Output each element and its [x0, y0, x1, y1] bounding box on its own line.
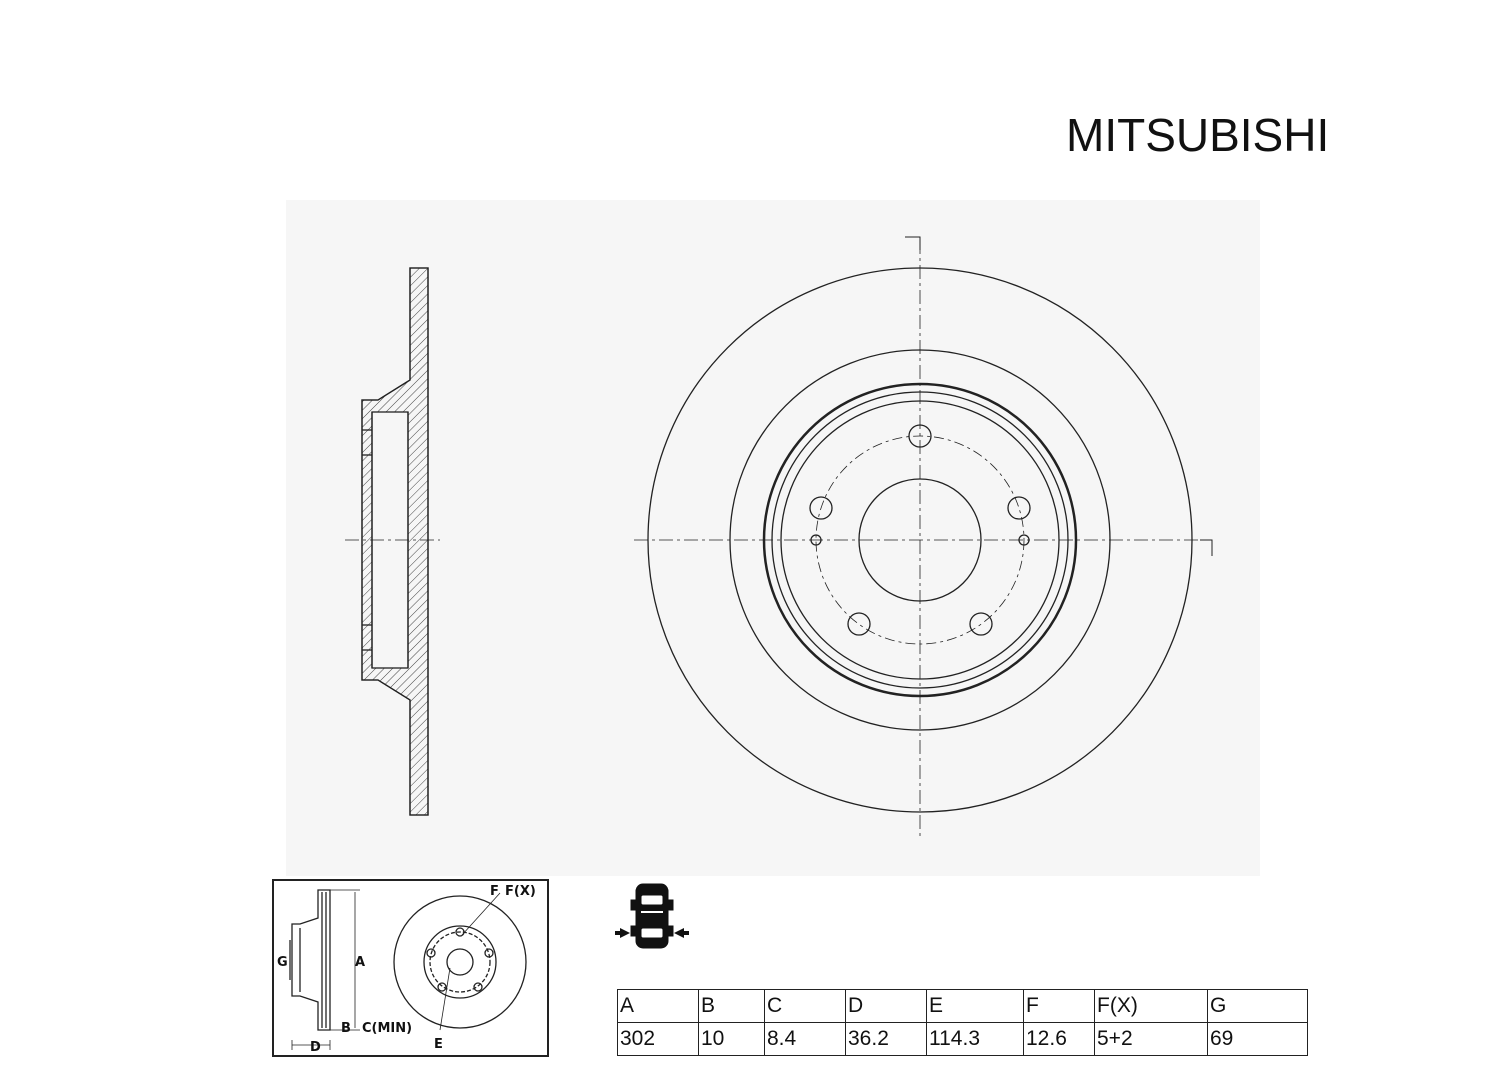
legend-label-f: F — [490, 884, 499, 899]
table-header-row: A B C D E F F(X) G — [617, 989, 1308, 1023]
header-e: E — [926, 989, 1024, 1023]
header-g: G — [1207, 989, 1308, 1023]
legend-label-e: E — [434, 1037, 443, 1052]
spec-table: A B C D E F F(X) G 302 10 8.4 36.2 114.3… — [617, 989, 1308, 1056]
value-b: 10 — [698, 1022, 765, 1056]
disc-front-view — [634, 236, 1213, 840]
value-g: 69 — [1207, 1022, 1308, 1056]
legend-label-cmin: C(MIN) — [362, 1021, 412, 1036]
header-fx: F(X) — [1094, 989, 1208, 1023]
rear-axle-arrow-icon — [615, 928, 689, 938]
value-a: 302 — [617, 1022, 699, 1056]
value-e: 114.3 — [926, 1022, 1024, 1056]
header-c: C — [764, 989, 846, 1023]
legend-label-a: A — [355, 955, 365, 970]
legend-label-fx: F(X) — [505, 884, 536, 899]
header-d: D — [845, 989, 927, 1023]
dimension-legend: F F(X) G A B C(MIN) D E — [272, 879, 549, 1057]
value-c: 8.4 — [764, 1022, 846, 1056]
value-f: 12.6 — [1023, 1022, 1095, 1056]
brand-title: MITSUBISHI — [1066, 109, 1330, 161]
table-value-row: 302 10 8.4 36.2 114.3 12.6 5+2 69 — [617, 1022, 1308, 1056]
value-d: 36.2 — [845, 1022, 927, 1056]
legend-label-b: B — [341, 1021, 351, 1036]
legend-label-g: G — [277, 955, 288, 970]
value-fx: 5+2 — [1094, 1022, 1208, 1056]
brake-disc-drawing — [286, 200, 1260, 876]
legend-label-d: D — [310, 1040, 321, 1055]
car-top-view-icon — [615, 883, 689, 949]
disc-side-section — [345, 267, 440, 816]
header-b: B — [698, 989, 765, 1023]
header-a: A — [617, 989, 699, 1023]
header-f: F — [1023, 989, 1095, 1023]
